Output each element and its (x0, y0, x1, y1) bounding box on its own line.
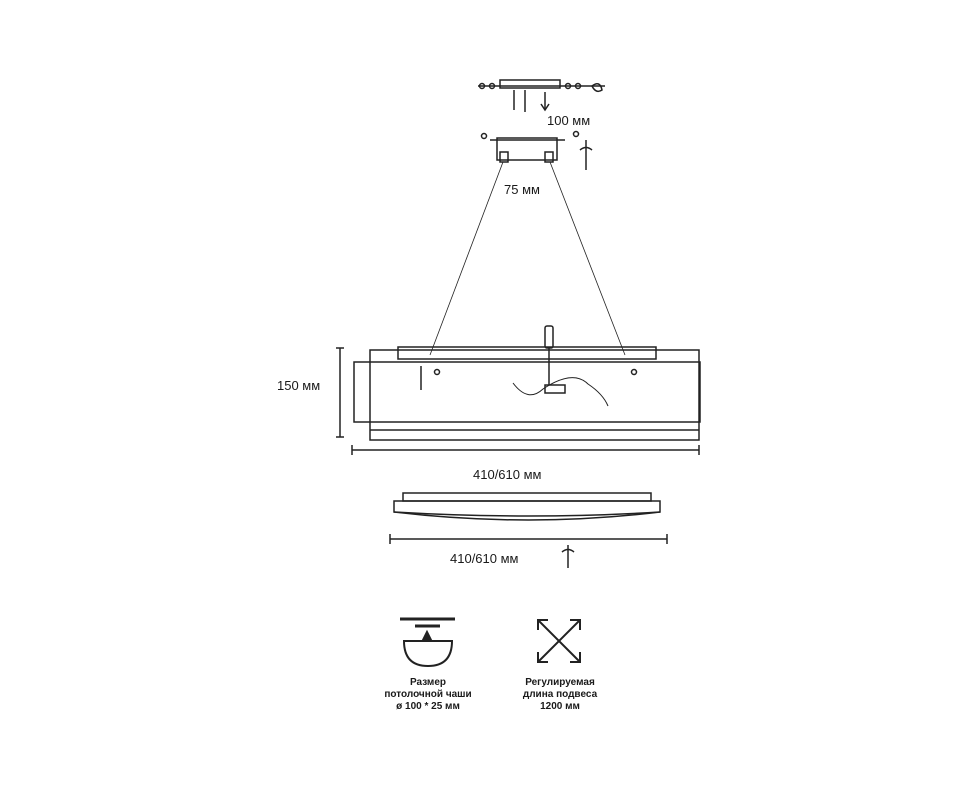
suspension-cable-left (429, 161, 504, 356)
ceiling-canopy-icon (400, 617, 455, 668)
bracket-width-label: 100 мм (547, 113, 591, 128)
suspension-length-caption: Регулируемая длина подвеса 1200 мм (490, 677, 630, 713)
caption-line: длина подвеса (522, 689, 598, 700)
dimension-lines (336, 347, 700, 544)
adjustable-length-icon (537, 619, 581, 663)
caption-line: 1200 мм (540, 701, 580, 712)
bottom-length-label: 410/610 мм (450, 551, 519, 566)
ceiling-canopy (480, 130, 593, 170)
caption-line: Размер (409, 677, 446, 688)
mounting-bracket (478, 79, 605, 112)
caption-line: Регулируемая (525, 677, 595, 688)
caption-line: потолочной чаши (384, 689, 472, 700)
length-label: 410/610 мм (473, 467, 542, 482)
canopy-size-caption: Размер потолочной чаши ø 100 * 25 мм (358, 677, 498, 713)
height-label: 150 мм (277, 378, 321, 393)
lamp-body (353, 325, 701, 441)
suspension-cable-right (549, 161, 626, 356)
caption-line: ø 100 * 25 мм (396, 701, 460, 712)
canopy-width-label: 75 мм (504, 182, 540, 197)
lamp-bottom-view (393, 492, 661, 568)
